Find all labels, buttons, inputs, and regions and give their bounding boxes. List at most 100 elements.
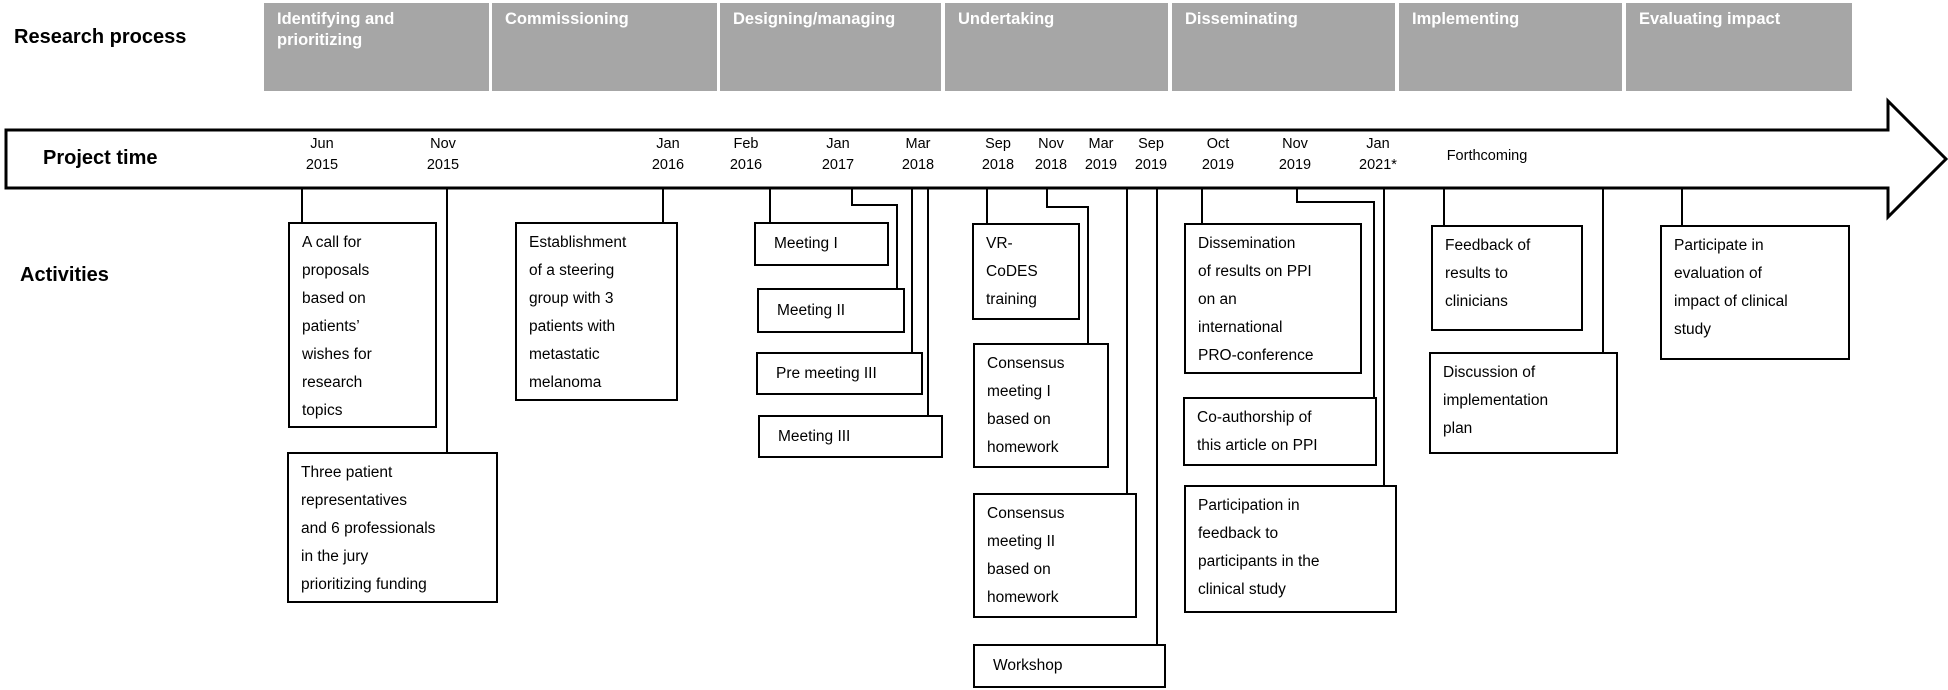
activity-text-line: training	[986, 291, 1037, 308]
activity-text-line: Meeting III	[778, 427, 851, 445]
date-line-2: 2021*	[1359, 157, 1397, 173]
phase-label-line: Commissioning	[505, 10, 629, 28]
activity-text-line: of results on PPI	[1198, 263, 1312, 280]
activity-jury-prioritizing-funding: Three patient representatives and 6 profes…	[287, 452, 498, 603]
date-line-1: Oct	[1206, 136, 1230, 152]
date-line-2: 2015	[305, 157, 339, 173]
date-line-2: 2016	[729, 157, 763, 173]
phase-label-line: Implementing	[1412, 10, 1520, 28]
activity-text-line: Meeting I	[774, 235, 838, 252]
activity-text-line: impact of clinical	[1674, 293, 1788, 310]
activity-workshop: Workshop	[973, 644, 1166, 688]
date-line-1: Forthcoming	[1446, 148, 1528, 164]
date-line-2: 2019	[1278, 157, 1312, 173]
timeline-date-nov-2015: Nov 2015	[427, 134, 459, 176]
activity-text-line: based on	[987, 561, 1051, 578]
activity-meeting-3: Meeting III	[758, 415, 943, 458]
activity-text-line: metastatic	[529, 346, 600, 363]
date-line-1: Sep	[1138, 136, 1164, 152]
activity-text-line: Workshop	[993, 657, 1063, 674]
activity-text-line: based on	[987, 411, 1051, 428]
date-line-2: 2017	[821, 157, 855, 173]
activity-text-line: plan	[1443, 420, 1473, 437]
activity-text-line: research	[302, 374, 363, 391]
date-line-2: 2016	[651, 157, 685, 173]
connector-nov-2018	[1046, 188, 1089, 343]
date-line-1: Feb	[733, 136, 759, 152]
activity-text-line: this article on PPI	[1197, 437, 1318, 454]
activity-text-line: of a steering	[529, 262, 615, 279]
activity-text-line: and 6 professionals	[301, 520, 436, 537]
activity-vr-codes-training: VR- CoDES training	[972, 223, 1080, 320]
timeline-date-jun-2015: Jun 2015	[306, 134, 338, 176]
activity-text-line: Meeting II	[777, 301, 846, 319]
timeline-date-forthcoming: Forthcoming	[1447, 146, 1528, 167]
activity-meeting-2: Meeting II	[757, 288, 905, 333]
phase-label-line: Disseminating	[1185, 10, 1298, 28]
timeline-date-jan-2021: Jan 2021*	[1359, 134, 1397, 176]
activity-text-line: proposals	[302, 262, 370, 279]
timeline-date-nov-2018: Nov 2018	[1035, 134, 1067, 176]
activity-text-line: on an	[1198, 291, 1237, 308]
activity-text-line: Consensus	[987, 355, 1065, 372]
activity-text-line: study	[1674, 321, 1712, 338]
activity-text-line: topics	[302, 402, 343, 419]
date-line-2: 2019	[1084, 157, 1118, 173]
activity-text-line: Establishment	[529, 234, 627, 251]
date-line-2: 2019	[1201, 157, 1235, 173]
date-line-1: Jan	[1366, 136, 1390, 152]
activity-text-line: homework	[987, 439, 1059, 456]
phase-designing-managing: Designing/managing	[720, 3, 941, 91]
connector-nov-2019	[1296, 188, 1375, 397]
date-line-2: 2018	[1034, 157, 1068, 173]
date-line-1: Jun	[310, 136, 334, 152]
activity-text-line: meeting II	[987, 533, 1056, 550]
date-line-1: Mar	[1088, 136, 1114, 152]
activity-text-line: Feedback of	[1445, 237, 1531, 254]
date-line-2: 2015	[426, 157, 460, 173]
activity-text-line: patients with	[529, 318, 616, 335]
project-time-label: Project time	[43, 147, 158, 169]
phase-label-line: Identifying and	[277, 10, 395, 28]
activity-text-line: Discussion of	[1443, 364, 1536, 381]
connector-jan-2017	[851, 188, 898, 288]
date-line-1: Jan	[826, 136, 850, 152]
activity-text-line: group with 3	[529, 290, 614, 307]
activity-text-line: based on	[302, 290, 366, 307]
date-line-2: 2018	[901, 157, 935, 173]
activity-text-line: international	[1198, 319, 1283, 336]
activity-text-line: patients’	[302, 318, 360, 335]
phase-identifying-and-prioritizing: Identifying and prioritizing	[264, 3, 489, 91]
date-line-1: Nov	[1038, 136, 1064, 152]
phase-label-line: Evaluating impact	[1639, 10, 1781, 28]
phase-implementing: Implementing	[1399, 3, 1622, 91]
timeline-date-jan-2016: Jan 2016	[652, 134, 684, 176]
activity-text-line: VR-	[986, 235, 1013, 252]
activity-text-line: participants in the	[1198, 553, 1320, 570]
date-line-2: 2018	[981, 157, 1015, 173]
phase-label-line: prioritizing	[277, 31, 363, 49]
activity-text-line: representatives	[301, 492, 407, 509]
activity-text-line: CoDES	[986, 263, 1038, 280]
phase-label-line: Designing/managing	[733, 10, 896, 28]
activity-text-line: Participate in	[1674, 237, 1764, 254]
date-line-1: Jan	[656, 136, 680, 152]
timeline-date-jan-2017: Jan 2017	[822, 134, 854, 176]
timeline-date-oct-2019: Oct 2019	[1202, 134, 1234, 176]
activity-text-line: Three patient	[301, 464, 393, 481]
activity-text-line: prioritizing funding	[301, 576, 427, 593]
activities-label: Activities	[20, 264, 109, 286]
activity-steering-group: Establishment of a steering group with 3 pa…	[515, 222, 678, 401]
connector-lines	[301, 188, 1683, 644]
timeline-date-feb-2016: Feb 2016	[730, 134, 762, 176]
date-line-1: Nov	[430, 136, 456, 152]
